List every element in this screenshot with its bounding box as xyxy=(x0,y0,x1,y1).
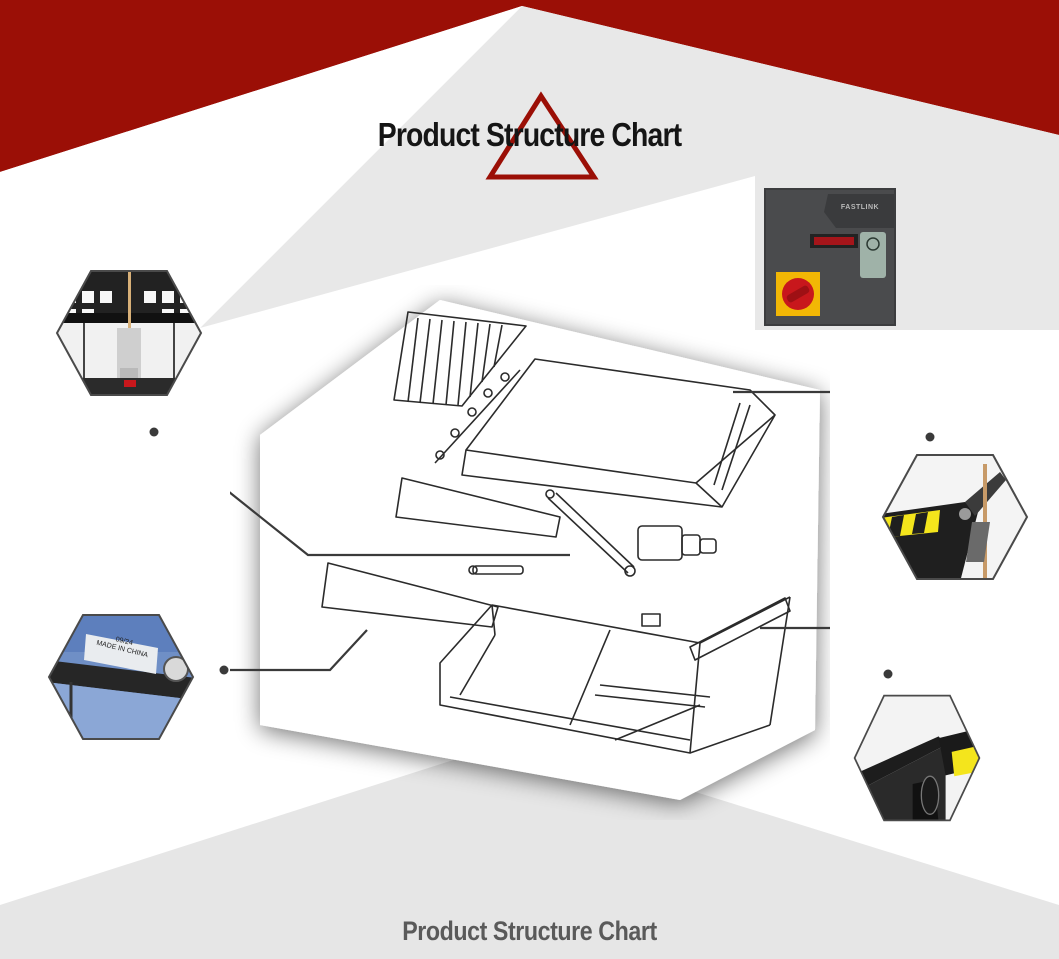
status-icon xyxy=(866,237,880,251)
page-title: Product Structure Chart xyxy=(377,116,682,153)
base-frame-part xyxy=(439,596,791,754)
side-skirt-lower-part xyxy=(321,562,499,628)
hex-photo-nameplate xyxy=(47,614,195,740)
red-roof-band xyxy=(0,0,1059,172)
callout-line-deck-support xyxy=(230,491,570,557)
side-skirt-upper-part xyxy=(395,477,561,538)
hinge-pins-part xyxy=(434,369,521,464)
callout-line-lip xyxy=(733,390,830,394)
callout-line-nameplate xyxy=(230,629,368,672)
hex-photo-bumper xyxy=(853,694,981,822)
control-box-photo xyxy=(764,188,896,326)
control-block-part xyxy=(641,613,661,627)
control-box-brand: FASTLINK xyxy=(840,204,880,211)
pump-motor-part xyxy=(637,525,717,561)
grey-roof-shape-left xyxy=(0,6,522,328)
footer-title: Product Structure Chart xyxy=(402,916,657,946)
deck-platform-part xyxy=(461,358,776,508)
exploded-view-panel xyxy=(230,300,830,800)
lip-cylinder-part xyxy=(468,565,524,575)
triangle-outline-icon xyxy=(485,91,599,180)
hex-photo-deck-support xyxy=(55,270,203,396)
lip-grating-part xyxy=(393,311,527,407)
hex-photo-lip-hinge xyxy=(881,454,1029,580)
callout-line-bumper xyxy=(760,626,830,630)
grey-floor-shape xyxy=(0,738,1059,959)
hydraulic-cylinder-part xyxy=(545,489,636,577)
indicator-panel xyxy=(860,232,886,278)
diagram-card xyxy=(260,300,820,800)
